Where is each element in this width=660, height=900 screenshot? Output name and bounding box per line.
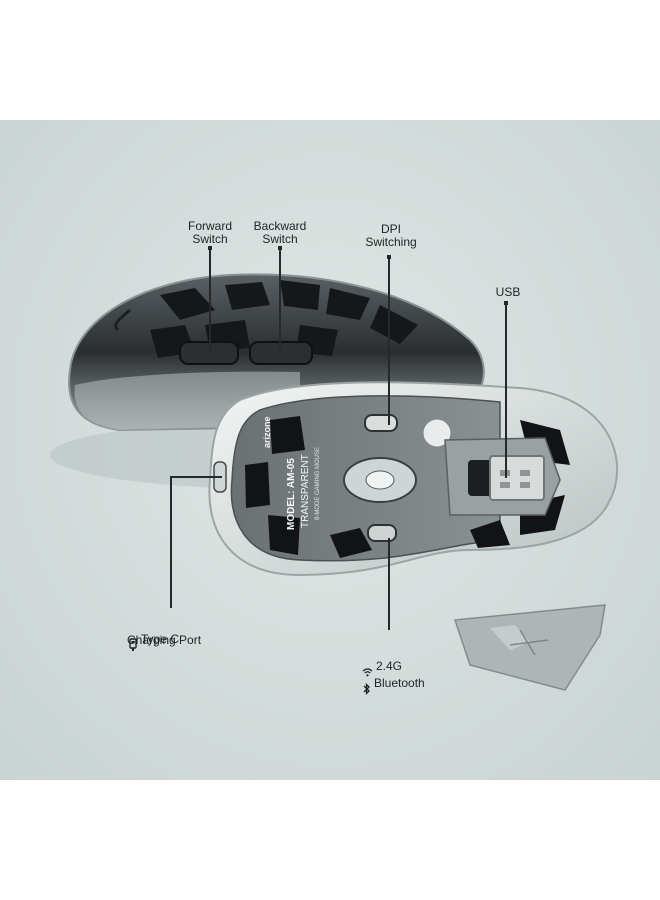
usb-label: USB xyxy=(495,285,521,299)
qc-sticker xyxy=(422,418,452,448)
backward-switch-leader xyxy=(279,248,281,350)
usb-dongle xyxy=(468,455,545,501)
forward-switch-label: Forward Switch xyxy=(187,219,232,246)
wireless-label: 2.4G xyxy=(362,641,402,680)
bluetooth-label-text: Bluetooth xyxy=(374,676,425,691)
wireless-label-text: 2.4G xyxy=(376,659,403,674)
charging-port-label: Charging Port xyxy=(127,633,202,647)
type-c-label-text: Type C xyxy=(141,632,180,647)
forward-switch-leader xyxy=(209,248,211,350)
mouse-illustration xyxy=(50,273,618,691)
wifi-icon xyxy=(362,654,373,680)
type-c-leader-vertical xyxy=(170,476,172,608)
mouse-model-label: MODEL: AM-05 xyxy=(286,458,297,530)
dpi-switch xyxy=(364,414,398,432)
dpi-switching-label: DPI Switching xyxy=(365,222,417,249)
mode-switch xyxy=(367,524,397,542)
product-photo: arizone MODEL: AM-05 TRANSPARENT 8-MODE … xyxy=(0,120,660,780)
mouse-fineprint-label: 8-MODE GAMING MOUSE xyxy=(315,446,321,520)
type-c-leader-horizontal xyxy=(170,476,222,478)
backward-switch-leader-dot xyxy=(278,246,282,250)
bluetooth-icon xyxy=(362,670,371,698)
mouse-brand-label: arizone xyxy=(262,416,272,448)
dpi-switch-leader xyxy=(388,257,390,425)
usb-leader xyxy=(505,303,507,478)
dpi-switch-leader-dot xyxy=(387,255,391,259)
backward-side-button xyxy=(249,341,313,365)
type-c-label: Type C xyxy=(128,612,179,655)
mode-switch-leader xyxy=(388,538,390,630)
forward-switch-leader-dot xyxy=(208,246,212,250)
backward-switch-label: Backward Switch xyxy=(253,219,307,246)
usb-leader-dot xyxy=(504,301,508,305)
bluetooth-label: Bluetooth xyxy=(362,657,425,698)
mouse-variant-label: TRANSPARENT xyxy=(300,454,311,528)
mouse-bottom-view xyxy=(208,381,618,577)
usb-c-cable-icon xyxy=(128,625,138,655)
